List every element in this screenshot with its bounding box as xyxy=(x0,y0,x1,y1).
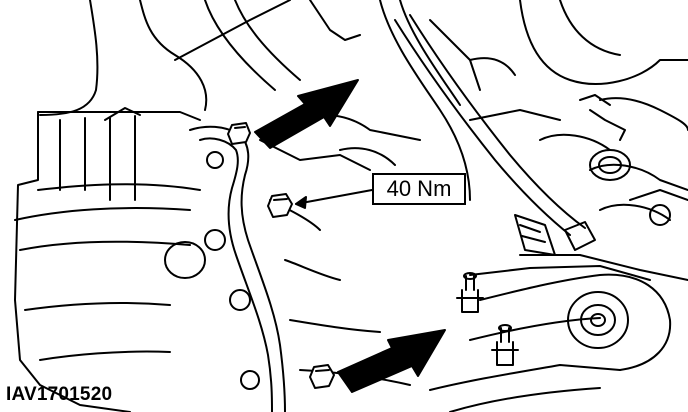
bolt-lower-icon xyxy=(309,364,335,389)
torque-leader-arrowhead xyxy=(295,196,307,209)
right-side-components xyxy=(469,94,688,281)
torque-leader-line xyxy=(295,189,373,205)
bolt-middle-icon xyxy=(267,193,293,218)
figure-identifier: IAV1701520 xyxy=(6,384,113,405)
coolant-pipe xyxy=(394,14,596,256)
engine-block-outline xyxy=(39,0,688,221)
studs xyxy=(456,272,519,366)
lower-rail xyxy=(429,273,672,412)
torque-spec-label: 40 Nm xyxy=(372,173,466,205)
arrow-lower-icon xyxy=(337,329,446,393)
pump-housing xyxy=(14,107,206,412)
bolt-upper-icon xyxy=(227,122,251,145)
arrow-upper-icon xyxy=(254,79,359,149)
